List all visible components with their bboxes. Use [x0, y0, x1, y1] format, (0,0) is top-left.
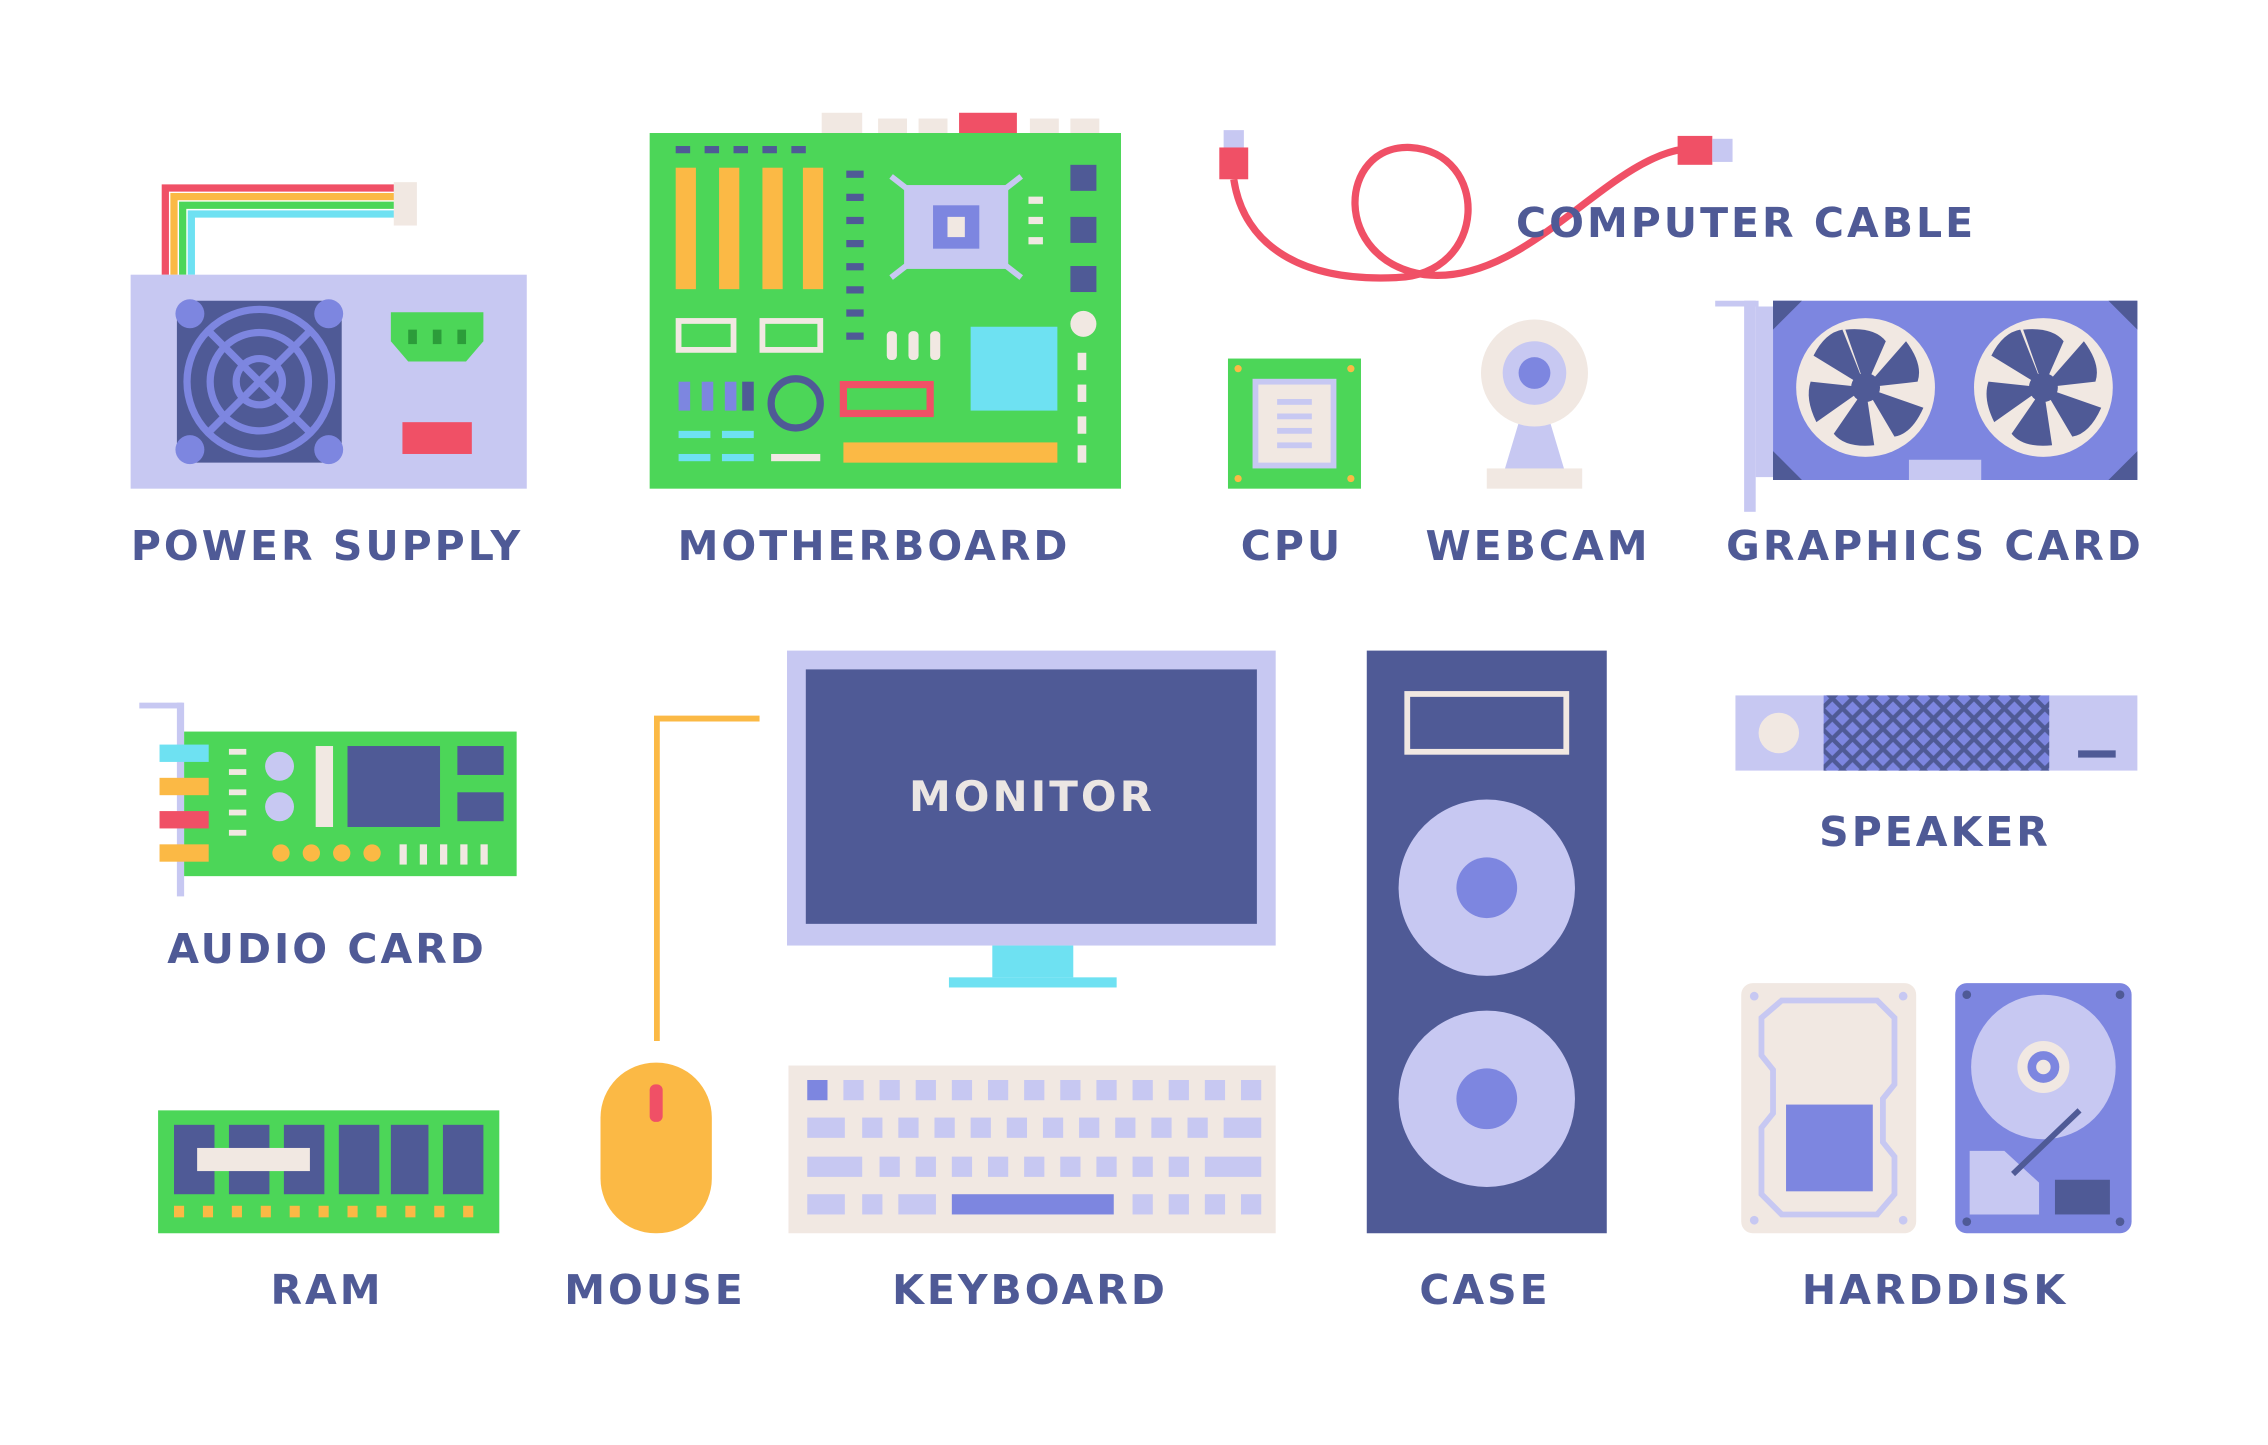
motherboard-label: MOTHERBOARD [677, 522, 1071, 570]
cpu-label: CPU [1240, 522, 1344, 570]
audio-card-icon [139, 702, 517, 897]
power-supply-icon [130, 182, 527, 489]
ram-icon [158, 1110, 500, 1234]
mouse-label: MOUSE [564, 1266, 746, 1314]
cpu-icon [1227, 358, 1361, 489]
audio-card-label: AUDIO CARD [167, 925, 487, 973]
ram-label: RAM [270, 1266, 384, 1314]
computer-cable-icon [1219, 130, 1733, 282]
harddisk-icon [1741, 983, 2132, 1234]
computer-cable-label: COMPUTER CABLE [1516, 199, 1977, 247]
keyboard-icon [788, 1065, 1276, 1234]
power-supply-label: POWER SUPPLY [130, 522, 524, 570]
keyboard-label: KEYBOARD [892, 1266, 1168, 1314]
mouse-icon [600, 715, 760, 1234]
monitor-label: MONITOR [909, 772, 1155, 821]
motherboard-icon [649, 112, 1121, 489]
graphics-card-icon [1715, 300, 2138, 512]
graphics-card-label: GRAPHICS CARD [1726, 522, 2144, 570]
speaker-label: SPEAKER [1819, 808, 2051, 856]
case-icon [1366, 650, 1607, 1234]
webcam-icon [1480, 319, 1588, 489]
case-label: CASE [1419, 1266, 1551, 1314]
harddisk-label: HARDDISK [1801, 1266, 2069, 1314]
webcam-label: WEBCAM [1425, 522, 1651, 570]
monitor-icon [787, 650, 1276, 988]
speaker-icon [1735, 695, 2138, 771]
